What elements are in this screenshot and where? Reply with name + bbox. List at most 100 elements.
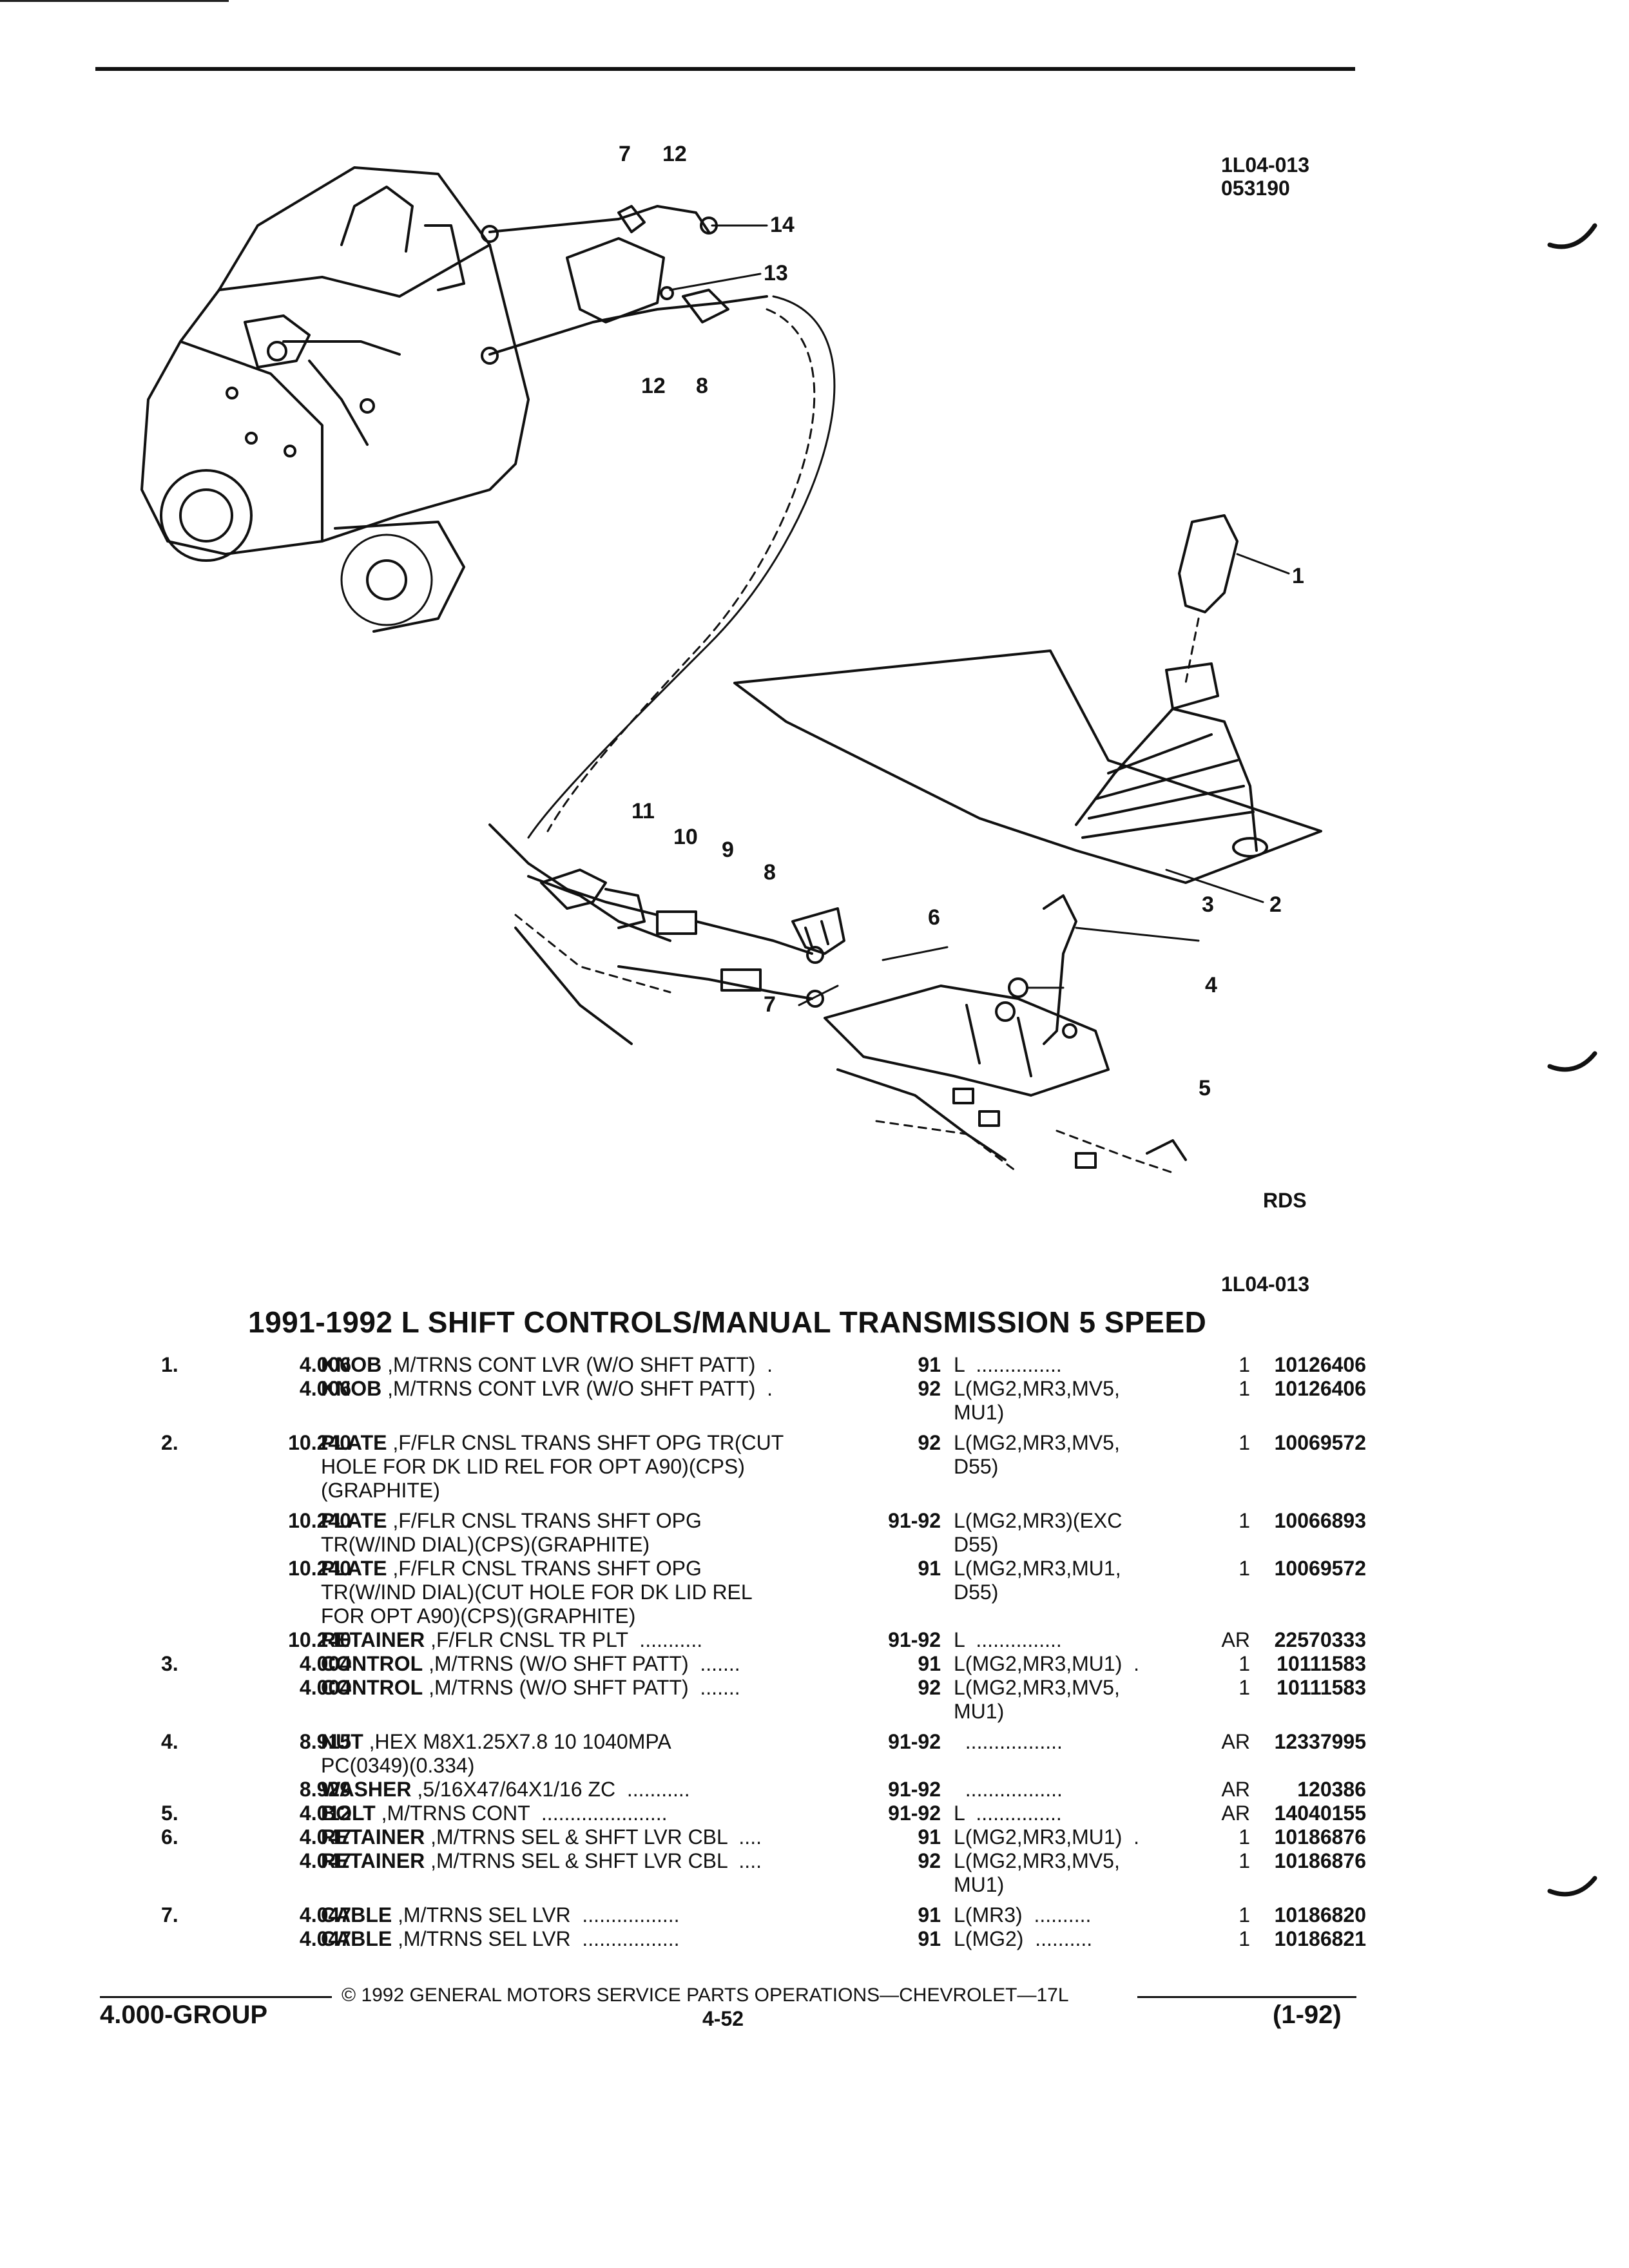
model-year: 91: [918, 1903, 941, 1927]
part-number: 10126406: [1274, 1353, 1366, 1376]
part-description: WASHER ,5/16X47/64X1/16 ZC ...........: [321, 1778, 690, 1801]
part-number: 10186876: [1274, 1849, 1366, 1872]
model-year: 91-92: [888, 1509, 941, 1532]
group-label: 4.000-GROUP: [100, 2001, 268, 2029]
group-number: 10.240: [288, 1628, 351, 1651]
top-left-corner-rule: [0, 0, 229, 2]
part-description: KNOB ,M/TRNS CONT LVR (W/O SHFT PATT) .: [321, 1353, 773, 1376]
item-number: 7.: [161, 1903, 178, 1927]
model-year: 91-92: [888, 1730, 941, 1753]
model-year: 91-92: [888, 1802, 941, 1825]
part-description: NUT ,HEX M8X1.25X7.8 10 1040MPA: [321, 1730, 671, 1753]
part-description: HOLE FOR DK LID REL FOR OPT A90)(CPS): [321, 1455, 745, 1478]
series-note: L(MG2,MR3,MV5,: [954, 1676, 1120, 1699]
part-number: 14040155: [1274, 1802, 1366, 1825]
part-description: CABLE ,M/TRNS SEL LVR .................: [321, 1927, 680, 1950]
callout-12-lower: 12: [641, 374, 666, 398]
series-note: L(MG2,MR3,MV5,: [954, 1377, 1120, 1400]
part-number: 10186820: [1274, 1903, 1366, 1927]
retainer-clip: [791, 907, 845, 955]
part-description: PLATE ,F/FLR CNSL TRANS SHFT OPG TR(CUT: [321, 1431, 784, 1454]
part-number: 10186821: [1274, 1927, 1366, 1950]
series-note: L(MG2,MR3,MU1) .: [954, 1652, 1140, 1675]
part-number: 10111583: [1277, 1676, 1366, 1699]
callout-6: 6: [928, 905, 940, 930]
shift-cable-route: [546, 308, 816, 832]
part-number: 10186876: [1274, 1825, 1366, 1849]
part-number: 12337995: [1274, 1730, 1366, 1753]
figure-code: 1L04-013: [1221, 1273, 1309, 1296]
callout-9: 9: [722, 838, 734, 862]
shift-control-base: [824, 894, 1200, 1174]
copyright-line: © 1992 GENERAL MOTORS SERVICE PARTS OPER…: [342, 1984, 1069, 2006]
group-number: 4.004: [299, 1676, 351, 1699]
part-number: 10066893: [1274, 1509, 1366, 1532]
callout-13: 13: [764, 261, 788, 285]
revision-date: (1-92): [1273, 2001, 1342, 2029]
model-year: 92: [918, 1377, 941, 1400]
group-number: 10.240: [288, 1557, 351, 1580]
part-number: 120386: [1297, 1778, 1366, 1801]
group-number: 4.047: [299, 1927, 351, 1950]
quantity: 1: [1239, 1849, 1250, 1872]
series-note: MU1): [954, 1401, 1005, 1424]
page-number: 4-52: [702, 2007, 744, 2030]
callout-10: 10: [673, 825, 698, 849]
item-number: 3.: [161, 1652, 178, 1675]
group-number: 4.006: [299, 1377, 351, 1400]
part-description: PLATE ,F/FLR CNSL TRANS SHFT OPG: [321, 1509, 702, 1532]
group-number: 4.047: [299, 1903, 351, 1927]
callout-2: 2: [1269, 892, 1282, 917]
series-note: .................: [954, 1730, 1063, 1753]
shift-controls-exploded-diagram: 1 2 3 4 5 6 7 8 9 10 11 7 12 14 13 12 8: [140, 142, 1322, 1174]
shift-knob: [1178, 514, 1290, 684]
model-year: 91: [918, 1825, 941, 1849]
part-description: FOR OPT A90)(CPS)(GRAPHITE): [321, 1604, 636, 1628]
callout-1: 1: [1292, 564, 1304, 588]
model-year: 92: [918, 1676, 941, 1699]
group-number: 4.047: [299, 1825, 351, 1849]
series-note: D55): [954, 1581, 999, 1604]
part-description: CABLE ,M/TRNS SEL LVR .................: [321, 1903, 680, 1927]
quantity: 1: [1239, 1509, 1250, 1532]
series-note: L(MG2,MR3)(EXC: [954, 1509, 1123, 1532]
callout-11: 11: [631, 799, 655, 823]
series-note: .................: [954, 1778, 1063, 1801]
callout-8-upper: 8: [696, 374, 708, 398]
console-plate-and-boot: [733, 649, 1322, 903]
select-cable-route: [527, 295, 836, 839]
quantity: AR: [1221, 1730, 1250, 1753]
model-year: 91: [918, 1353, 941, 1376]
group-number: 4.047: [299, 1849, 351, 1872]
quantity: 1: [1239, 1903, 1250, 1927]
series-note: L ...............: [954, 1353, 1062, 1376]
part-description: KNOB ,M/TRNS CONT LVR (W/O SHFT PATT) .: [321, 1377, 773, 1400]
model-year: 91: [918, 1557, 941, 1580]
quantity: 1: [1239, 1353, 1250, 1376]
upper-cable-bracket: [481, 205, 768, 365]
callout-8: 8: [764, 860, 776, 885]
reference-date: 053190: [1221, 177, 1290, 200]
binder-mark-icon: [1547, 1051, 1597, 1072]
item-number: 4.: [161, 1730, 178, 1753]
model-year: 91-92: [888, 1778, 941, 1801]
footer-rule-left: [100, 1996, 332, 1998]
item-number: 2.: [161, 1431, 178, 1454]
callout-5: 5: [1199, 1076, 1211, 1100]
callout-12-upper: 12: [662, 142, 687, 166]
transmission-assembly: [140, 166, 530, 633]
quantity: 1: [1239, 1676, 1250, 1699]
callout-7-upper: 7: [619, 142, 631, 166]
model-year: 92: [918, 1431, 941, 1454]
binder-mark-icon: [1547, 223, 1597, 249]
part-number: 10069572: [1274, 1557, 1366, 1580]
rds-mark: RDS: [1263, 1189, 1307, 1212]
series-note: L(MG2,MR3,MU1) .: [954, 1825, 1140, 1849]
group-number: 4.006: [299, 1353, 351, 1376]
part-description: BOLT ,M/TRNS CONT ......................: [321, 1802, 668, 1825]
part-number: 10111583: [1277, 1652, 1366, 1675]
part-description: (GRAPHITE): [321, 1479, 440, 1502]
part-description: PLATE ,F/FLR CNSL TRANS SHFT OPG: [321, 1557, 702, 1580]
item-number: 6.: [161, 1825, 178, 1849]
item-number: 5.: [161, 1802, 178, 1825]
